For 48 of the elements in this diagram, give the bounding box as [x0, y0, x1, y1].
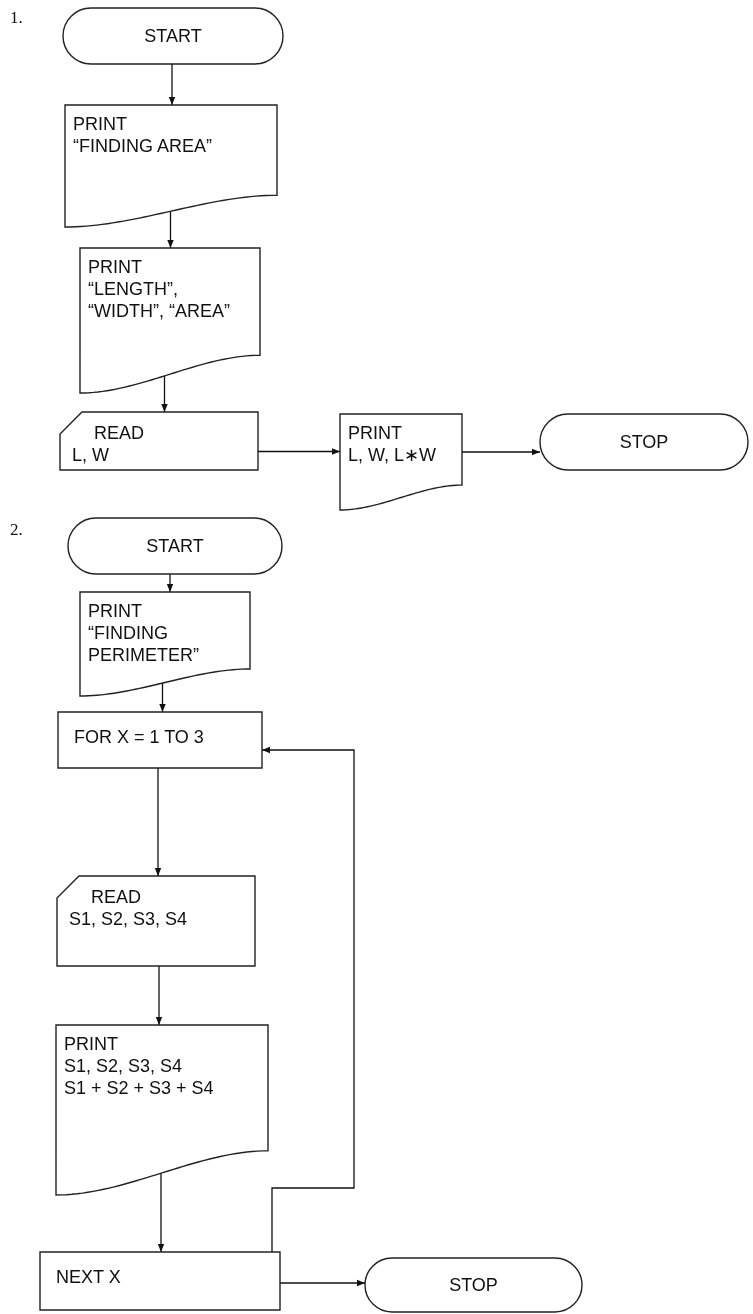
- node-text: STOP: [619, 431, 669, 453]
- arrow: [166, 573, 174, 593]
- process-box: [58, 712, 262, 768]
- node-text: NEXT X: [56, 1266, 122, 1288]
- arrow: [161, 375, 168, 413]
- node-text: READ: [91, 886, 142, 908]
- node-text: PRINT: [88, 256, 143, 278]
- node-text: START: [144, 25, 202, 47]
- arrow: [154, 767, 162, 877]
- node-text: S1, S2, S3, S4: [69, 908, 189, 930]
- document-shape: [65, 105, 277, 227]
- arrow: [168, 63, 176, 106]
- node-text: PRINT: [348, 422, 403, 444]
- arrow: [257, 448, 341, 455]
- document-shape: [80, 592, 250, 696]
- document-shape: [56, 1025, 268, 1195]
- input-card-shape: [60, 412, 258, 470]
- node-text: PRINT: [73, 113, 128, 135]
- arrow: [461, 448, 541, 456]
- node-text: FOR X = 1 TO 3: [74, 726, 205, 748]
- node-text: S1 + S2 + S3 + S4: [64, 1077, 215, 1099]
- terminal-shape: [68, 518, 282, 574]
- node-text: S1, S2, S3, S4: [64, 1055, 184, 1077]
- terminal-shape: [540, 414, 748, 470]
- node-text: READ: [94, 422, 145, 444]
- input-card-shape: [57, 876, 255, 966]
- node-text: “FINDING AREA”: [73, 135, 213, 157]
- section-number: 2.: [10, 520, 23, 540]
- arrow: [261, 746, 355, 1253]
- arrow: [155, 965, 163, 1026]
- node-text: “FINDING PERIMETER”: [88, 622, 200, 666]
- node-text: L, W, L∗W: [348, 444, 437, 466]
- arrow: [157, 1172, 165, 1253]
- arrow: [159, 682, 166, 713]
- node-text: STOP: [449, 1274, 498, 1296]
- node-text: PRINT: [64, 1033, 119, 1055]
- process-box: [40, 1252, 280, 1310]
- node-text: PRINT: [88, 600, 143, 622]
- node-text: L, W: [72, 444, 110, 466]
- section-number: 1.: [10, 8, 23, 28]
- node-text: “LENGTH”, “WIDTH”, “AREA”: [88, 278, 231, 322]
- document-shape: [340, 414, 462, 510]
- arrow: [279, 1279, 366, 1287]
- document-shape: [80, 248, 260, 393]
- terminal-shape: [63, 8, 283, 64]
- terminal-shape: [365, 1258, 582, 1312]
- node-text: START: [146, 535, 204, 557]
- arrow: [167, 210, 174, 249]
